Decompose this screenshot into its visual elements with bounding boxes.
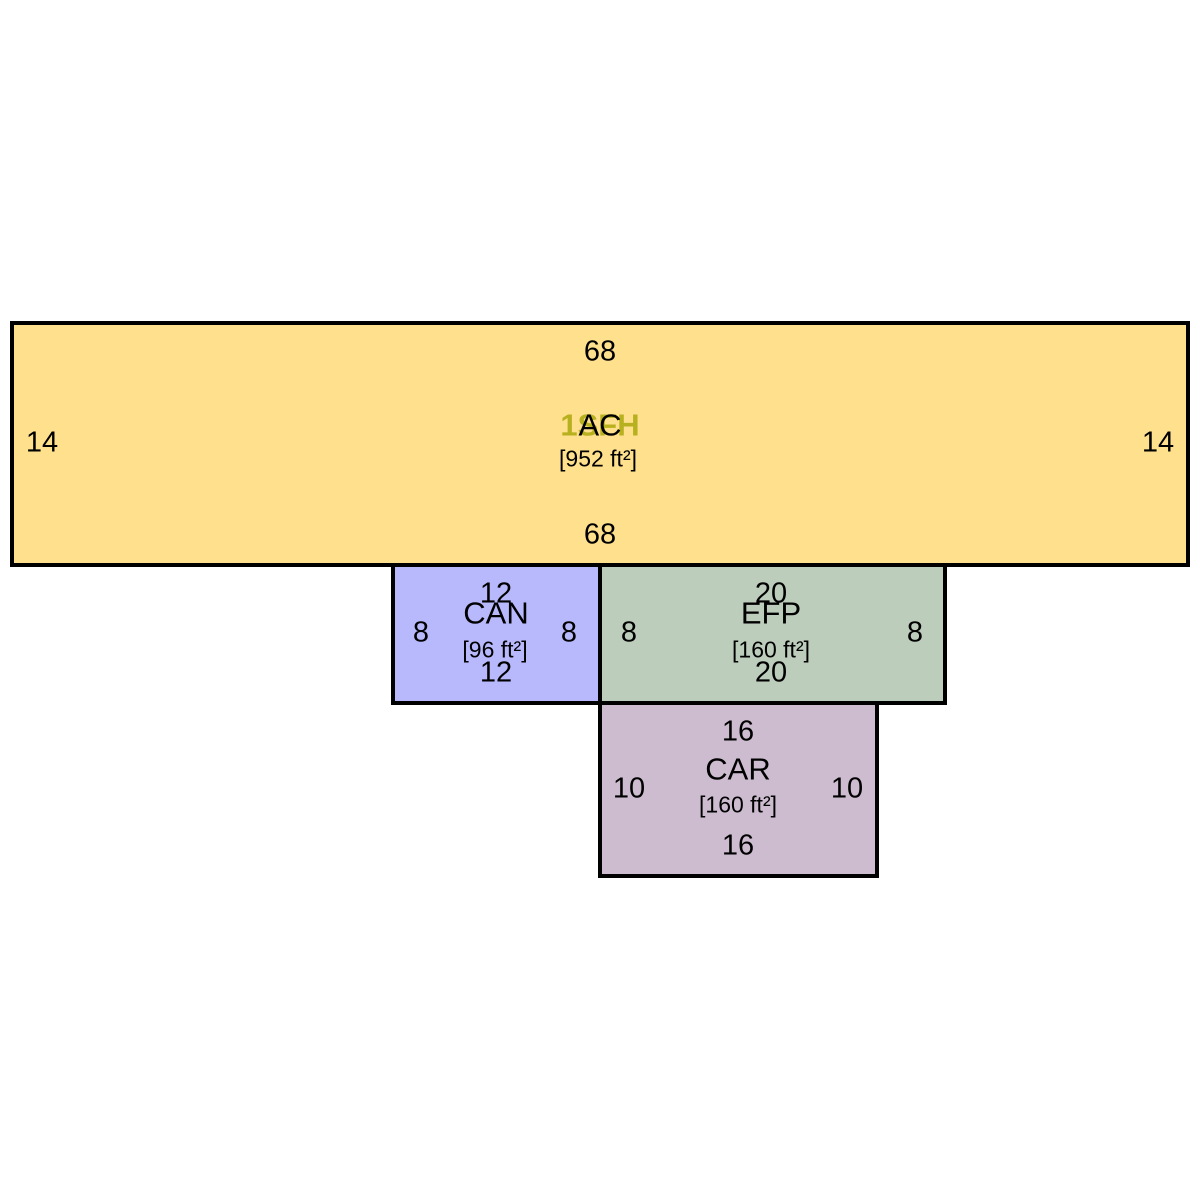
efp-room-area: [160 ft²] [732,636,810,663]
ac-top-dimension: 68 [583,335,617,368]
room-ac [10,321,1190,567]
car-top-dimension: 16 [721,715,755,748]
building-type-label: 1SFH [560,407,640,443]
efp-left-dimension: 8 [620,616,638,649]
car-bottom-dimension: 16 [721,829,755,862]
can-top-dimension: 12 [479,577,513,610]
can-left-dimension: 8 [412,616,430,649]
can-bottom-dimension: 12 [479,656,513,689]
car-room-area: [160 ft²] [699,791,777,818]
can-room-code: CAN [463,595,529,631]
ac-room-code: AC [578,407,622,443]
can-room-area: [96 ft²] [462,636,528,663]
ac-left-dimension: 14 [25,426,59,459]
efp-right-dimension: 8 [906,616,924,649]
room-can [391,563,603,705]
efp-bottom-dimension: 20 [754,656,788,689]
efp-room-code: EFP [740,595,802,631]
room-car [598,701,879,878]
car-left-dimension: 10 [612,772,646,805]
efp-top-dimension: 20 [754,577,788,610]
ac-room-area: [952 ft²] [559,445,637,472]
car-right-dimension: 10 [830,772,864,805]
car-room-code: CAR [705,751,771,787]
can-right-dimension: 8 [560,616,578,649]
ac-right-dimension: 14 [1141,426,1175,459]
ac-bottom-dimension: 68 [583,518,617,551]
